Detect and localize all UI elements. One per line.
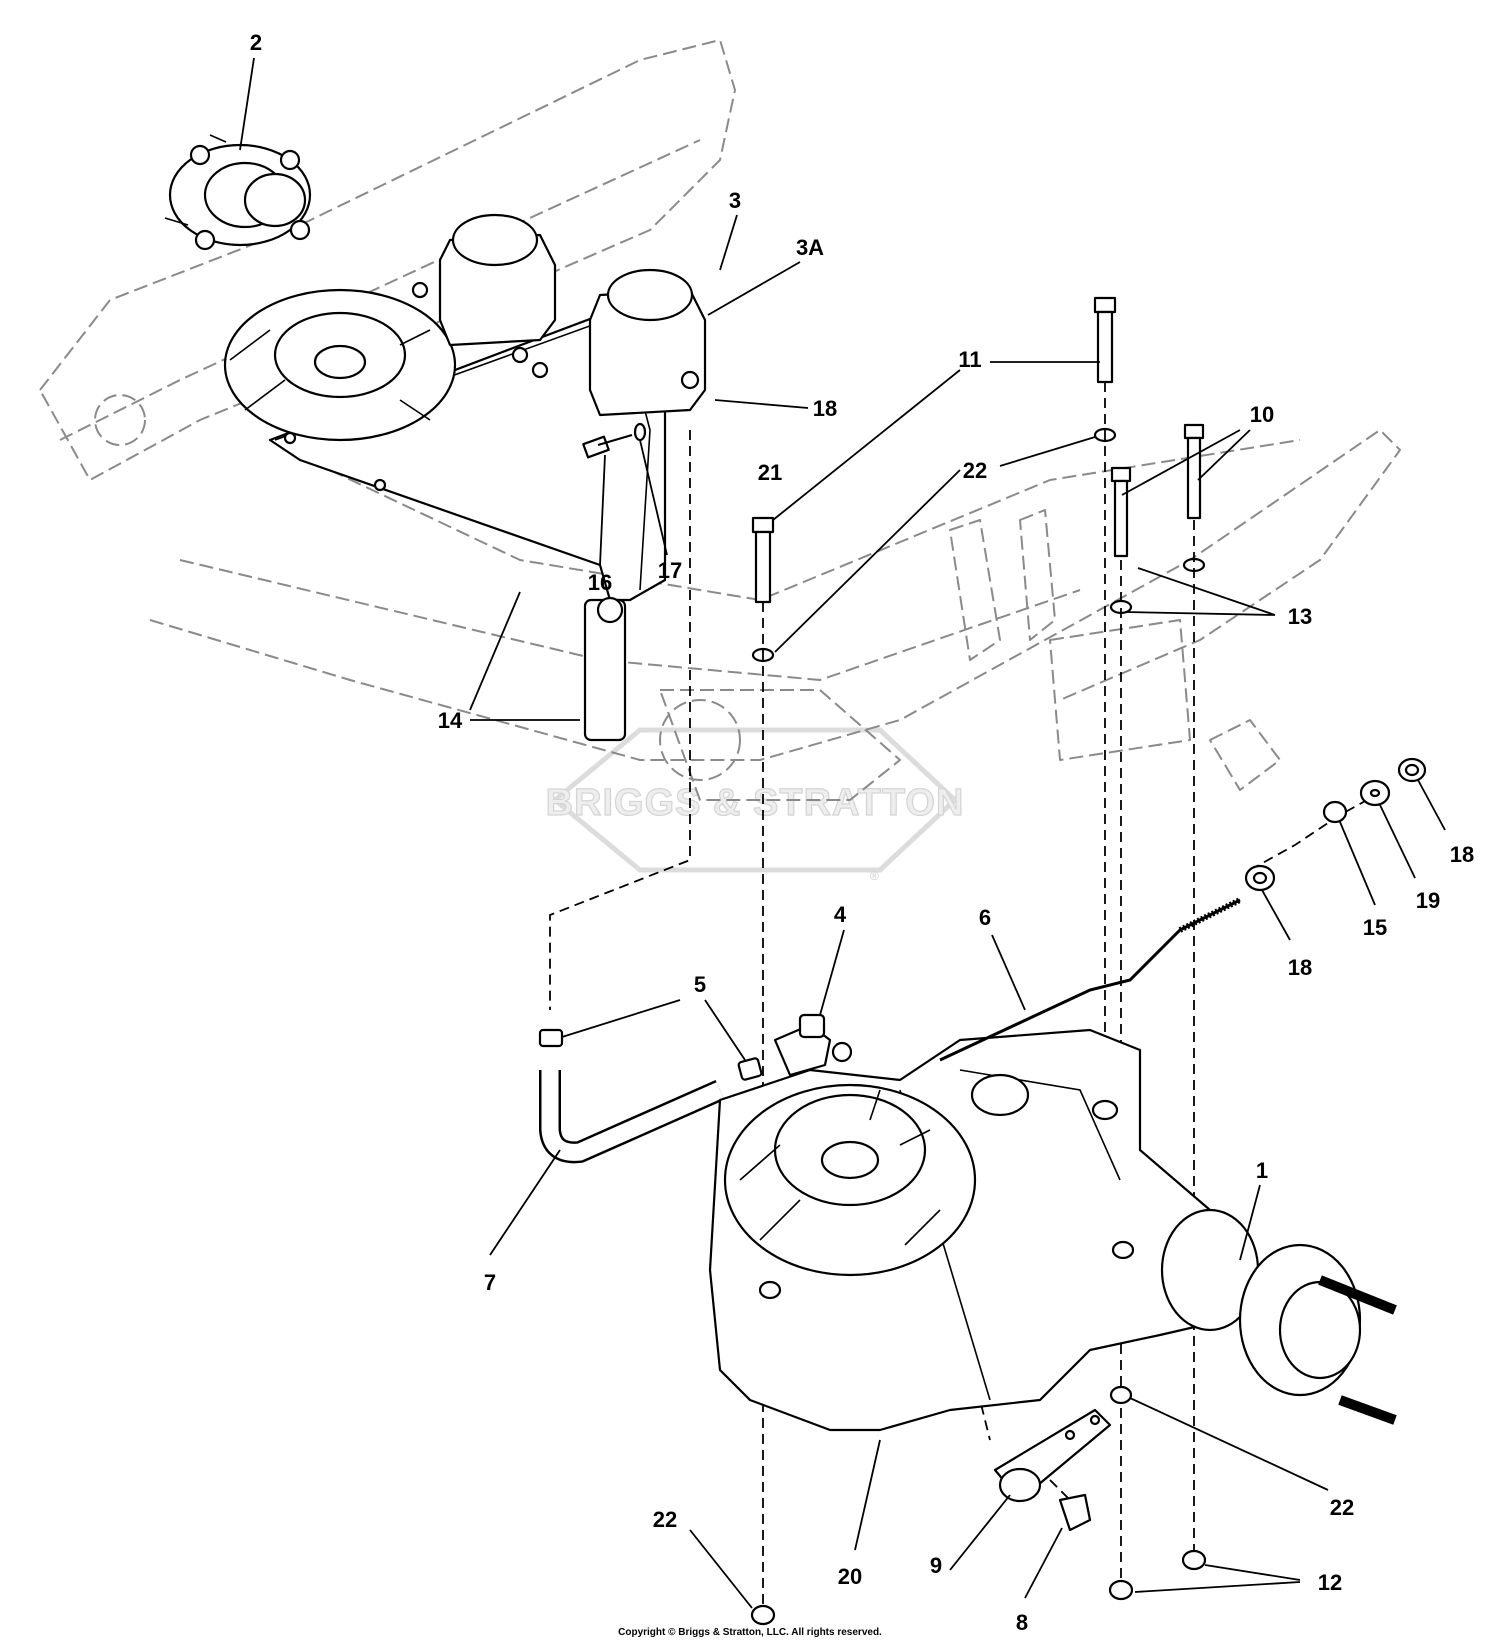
callout-3a: 3A xyxy=(796,235,824,260)
callout-11: 11 xyxy=(958,347,981,372)
callout-18-upper-reservoir: 18 xyxy=(813,396,837,421)
callout-18-lower: 18 xyxy=(1288,955,1312,980)
nut-part-12-a xyxy=(1108,1579,1134,1601)
callout-21-left: 21 xyxy=(758,460,782,485)
callout-1: 1 xyxy=(1256,1158,1268,1183)
hydraulic-reservoir-part-3 xyxy=(411,213,707,417)
lower-cooling-fan xyxy=(723,1083,977,1277)
bolt-part-10-b xyxy=(1182,423,1206,573)
callout-19: 19 xyxy=(1416,888,1440,913)
bolt-part-11-right xyxy=(1093,296,1117,443)
washer-part-19 xyxy=(1359,779,1391,807)
watermark-registered: ® xyxy=(870,869,879,883)
copyright-notice: Copyright © Briggs & Stratton, LLC. All … xyxy=(618,1627,882,1638)
nut-part-22-left xyxy=(750,1604,776,1626)
elbow-fitting-part-4 xyxy=(773,1013,853,1077)
callout-22-left: 22 xyxy=(653,1507,677,1532)
hydraulic-hose-part-7 xyxy=(538,1028,763,1164)
callout-5: 5 xyxy=(694,972,706,997)
callout-4: 4 xyxy=(834,902,847,927)
callout-14: 14 xyxy=(438,708,463,733)
callout-3: 3 xyxy=(729,188,741,213)
callout-10: 10 xyxy=(1250,402,1274,427)
bolt-part-10-a xyxy=(1109,466,1133,615)
callout-18-far: 18 xyxy=(1450,842,1474,867)
upper-cooling-fan xyxy=(223,288,457,442)
callout-13: 13 xyxy=(1288,604,1312,629)
bolt-part-16 xyxy=(582,422,647,459)
callout-6: 6 xyxy=(979,905,991,930)
callout-2: 2 xyxy=(250,30,262,55)
watermark-brand: BRIGGS & STRATTON xyxy=(546,782,965,824)
leader-lines xyxy=(239,57,1446,1609)
wheel-hub-part-2 xyxy=(164,134,312,251)
callout-9: 9 xyxy=(930,1553,942,1578)
callout-labels: 2 3 3A 18 11 22 10 13 16 17 14 4 5 6 7 1… xyxy=(250,30,1474,1635)
nut-part-15 xyxy=(1322,800,1348,824)
callout-15: 15 xyxy=(1363,915,1387,940)
callout-7: 7 xyxy=(484,1270,496,1295)
callout-21-right: 22 xyxy=(963,458,987,483)
callout-20: 20 xyxy=(838,1564,862,1589)
callout-12: 12 xyxy=(1318,1570,1342,1595)
clip-part-8 xyxy=(1058,1493,1092,1532)
nut-part-12-b xyxy=(1181,1549,1207,1571)
control-rod-part-6 xyxy=(939,897,1242,1062)
callout-8: 8 xyxy=(1016,1610,1028,1635)
nut-part-18-upper xyxy=(1397,757,1427,783)
callout-22-right: 22 xyxy=(1330,1495,1354,1520)
brand-watermark: BRIGGS & STRATTON ® xyxy=(545,727,965,883)
bypass-linkage-part-9 xyxy=(993,1408,1112,1503)
callout-16: 16 xyxy=(588,570,612,595)
nut-part-22-right xyxy=(1109,1385,1133,1405)
nut-part-18-lower xyxy=(1244,864,1276,892)
callout-17: 17 xyxy=(658,558,682,583)
